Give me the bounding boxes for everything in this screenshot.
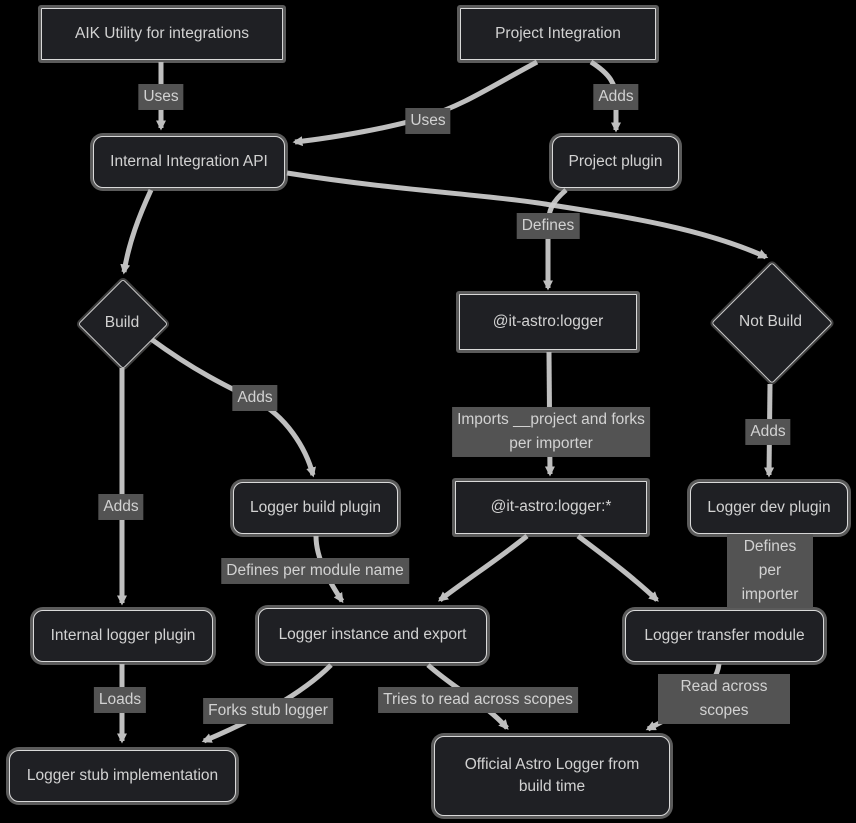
node-label-logger-transfer: Logger transfer module: [644, 626, 805, 644]
node-project-plugin: Project plugin: [552, 136, 679, 188]
edge-label-project-integration-to-project-plugin: Adds: [593, 83, 639, 111]
edge-label-logger-module-to-logger-wildcard: Imports __project and forks per importer: [452, 406, 650, 458]
edge-internal-api-to-build: [120, 188, 154, 275]
node-label-logger-wildcard: @it-astro:logger:*: [490, 498, 612, 516]
edge-label-logger-dev-plugin-to-logger-transfer: Defines per importer: [727, 533, 813, 609]
node-label-internal-api: Internal Integration API: [110, 152, 268, 170]
edge-label-project-integration-to-internal-api: Uses: [405, 107, 451, 135]
edge-label-logger-instance-to-official-logger: Tries to read across scopes: [378, 686, 578, 714]
edge-label-not-build-to-logger-dev-plugin: Adds: [745, 418, 791, 446]
node-logger-transfer: Logger transfer module: [625, 610, 824, 662]
node-logger-module: @it-astro:logger: [459, 294, 637, 350]
node-build: Build: [77, 278, 169, 370]
edge-label-logger-build-plugin-to-logger-instance: Defines per module name: [221, 557, 409, 585]
node-not-build: Not Build: [710, 262, 833, 384]
edge-label-build-to-internal-logger-plugin: Adds: [98, 493, 144, 521]
node-internal-logger-plugin: Internal logger plugin: [33, 610, 213, 662]
node-label-internal-logger-plugin: Internal logger plugin: [50, 626, 196, 644]
node-logger-wildcard: @it-astro:logger:*: [455, 481, 647, 534]
edge-label-project-plugin-to-logger-module: Defines: [516, 212, 580, 240]
node-logger-instance: Logger instance and export: [258, 608, 487, 663]
node-official-logger: Official Astro Logger from build time: [434, 736, 670, 816]
edge-label-build-to-logger-build-plugin: Adds: [232, 384, 278, 412]
node-label-aik: AIK Utility for integrations: [74, 24, 249, 42]
node-logger-stub: Logger stub implementation: [9, 750, 236, 802]
edge-label-internal-logger-plugin-to-logger-stub: Loads: [93, 686, 147, 714]
node-logger-dev-plugin: Logger dev plugin: [690, 482, 848, 534]
edge-internal-api-to-not-build: [286, 170, 769, 260]
node-label-not-build: Not Build: [739, 312, 802, 330]
node-label-project-plugin: Project plugin: [568, 152, 663, 170]
edge-label-aik-to-internal-api: Uses: [138, 83, 184, 111]
edge-logger-wildcard-to-logger-instance: [438, 534, 529, 602]
node-label-logger-dev-plugin: Logger dev plugin: [707, 498, 831, 516]
edge-label-logger-transfer-to-official-logger: Read across scopes: [658, 673, 790, 725]
node-label-project-integration: Project Integration: [495, 24, 621, 42]
node-aik: AIK Utility for integrations: [41, 8, 283, 60]
node-logger-build-plugin: Logger build plugin: [233, 482, 398, 534]
edge-label-logger-instance-to-logger-stub: Forks stub logger: [203, 697, 333, 725]
node-project-integration: Project Integration: [460, 8, 656, 60]
node-label-build: Build: [104, 313, 140, 331]
node-label-logger-instance: Logger instance and export: [278, 626, 467, 644]
edge-logger-wildcard-to-logger-transfer: [576, 534, 659, 602]
node-label-logger-build-plugin: Logger build plugin: [250, 498, 381, 516]
node-label-official-logger: Official Astro Logger from build time: [464, 755, 640, 795]
node-internal-api: Internal Integration API: [93, 136, 285, 188]
node-label-logger-module: @it-astro:logger: [492, 312, 604, 330]
node-label-logger-stub: Logger stub implementation: [26, 766, 219, 784]
